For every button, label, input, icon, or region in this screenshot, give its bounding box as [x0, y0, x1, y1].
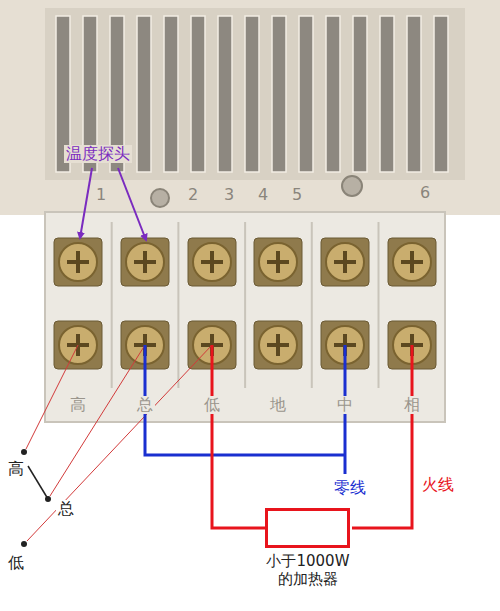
switch-contact — [21, 541, 27, 547]
vent-slot — [299, 16, 313, 172]
probe-pointer — [80, 168, 92, 238]
terminal-number: 1 — [94, 186, 108, 204]
terminal-name: 总 — [135, 396, 155, 414]
heater-outline — [265, 508, 350, 548]
neutral-wire — [145, 345, 345, 455]
probe-label: 温度探头 — [64, 145, 132, 163]
vent-slot — [164, 16, 178, 172]
vent-slot — [380, 16, 394, 172]
vent-slot — [218, 16, 232, 172]
terminal-dividers — [112, 222, 379, 388]
vent-slots — [56, 16, 448, 172]
terminal-screw — [254, 238, 302, 286]
terminal-screws — [54, 238, 436, 369]
terminal-number: 2 — [186, 186, 200, 204]
live-wire — [352, 345, 412, 528]
vent-slot — [137, 16, 151, 172]
terminal-block — [45, 212, 445, 422]
terminal-name: 中 — [335, 396, 355, 414]
terminal-divider — [111, 222, 113, 388]
terminal-number: 6 — [418, 184, 432, 202]
terminal-divider — [378, 222, 380, 388]
terminal-name: 高 — [68, 396, 88, 414]
heater-label: 小于1000W 的加热器 — [248, 552, 368, 588]
switch-arm — [28, 466, 48, 499]
panel-screw — [342, 176, 362, 196]
panel-screw — [151, 189, 169, 207]
switch-common: 总 — [56, 500, 76, 518]
terminal-divider — [244, 222, 246, 388]
switch-wire — [27, 345, 212, 541]
terminal-screw — [388, 238, 436, 286]
vent-slot — [245, 16, 259, 172]
terminal-number: 4 — [256, 186, 270, 204]
heater-wire — [212, 345, 265, 528]
terminal-name: 低 — [202, 396, 222, 414]
terminal-screw — [321, 238, 369, 286]
vent-slot — [326, 16, 340, 172]
switch-position: 高 — [6, 460, 26, 478]
vent-slot — [272, 16, 286, 172]
terminal-screw — [121, 238, 169, 286]
terminal-screw — [54, 238, 102, 286]
switch-wire — [50, 345, 145, 496]
switch-position: 低 — [6, 554, 26, 572]
terminal-screw — [254, 321, 302, 369]
neutral-label: 零线 — [332, 479, 368, 497]
vent-slot — [434, 16, 448, 172]
terminal-number: 5 — [290, 186, 304, 204]
terminal-name: 地 — [268, 396, 288, 414]
vent-slot — [353, 16, 367, 172]
terminal-name: 相 — [402, 396, 422, 414]
terminal-number: 3 — [222, 186, 236, 204]
switch-contact — [21, 449, 27, 455]
heater-box: 小于1000W 的加热器 — [248, 508, 368, 588]
terminal-screw — [188, 238, 236, 286]
probe-pointer — [118, 168, 146, 240]
housing-panel — [0, 0, 500, 215]
live-label: 火线 — [420, 476, 456, 494]
terminal-divider — [177, 222, 179, 388]
vent-slot — [407, 16, 421, 172]
vent-frame — [45, 8, 465, 180]
vent-slot — [191, 16, 205, 172]
terminal-divider — [311, 222, 313, 388]
